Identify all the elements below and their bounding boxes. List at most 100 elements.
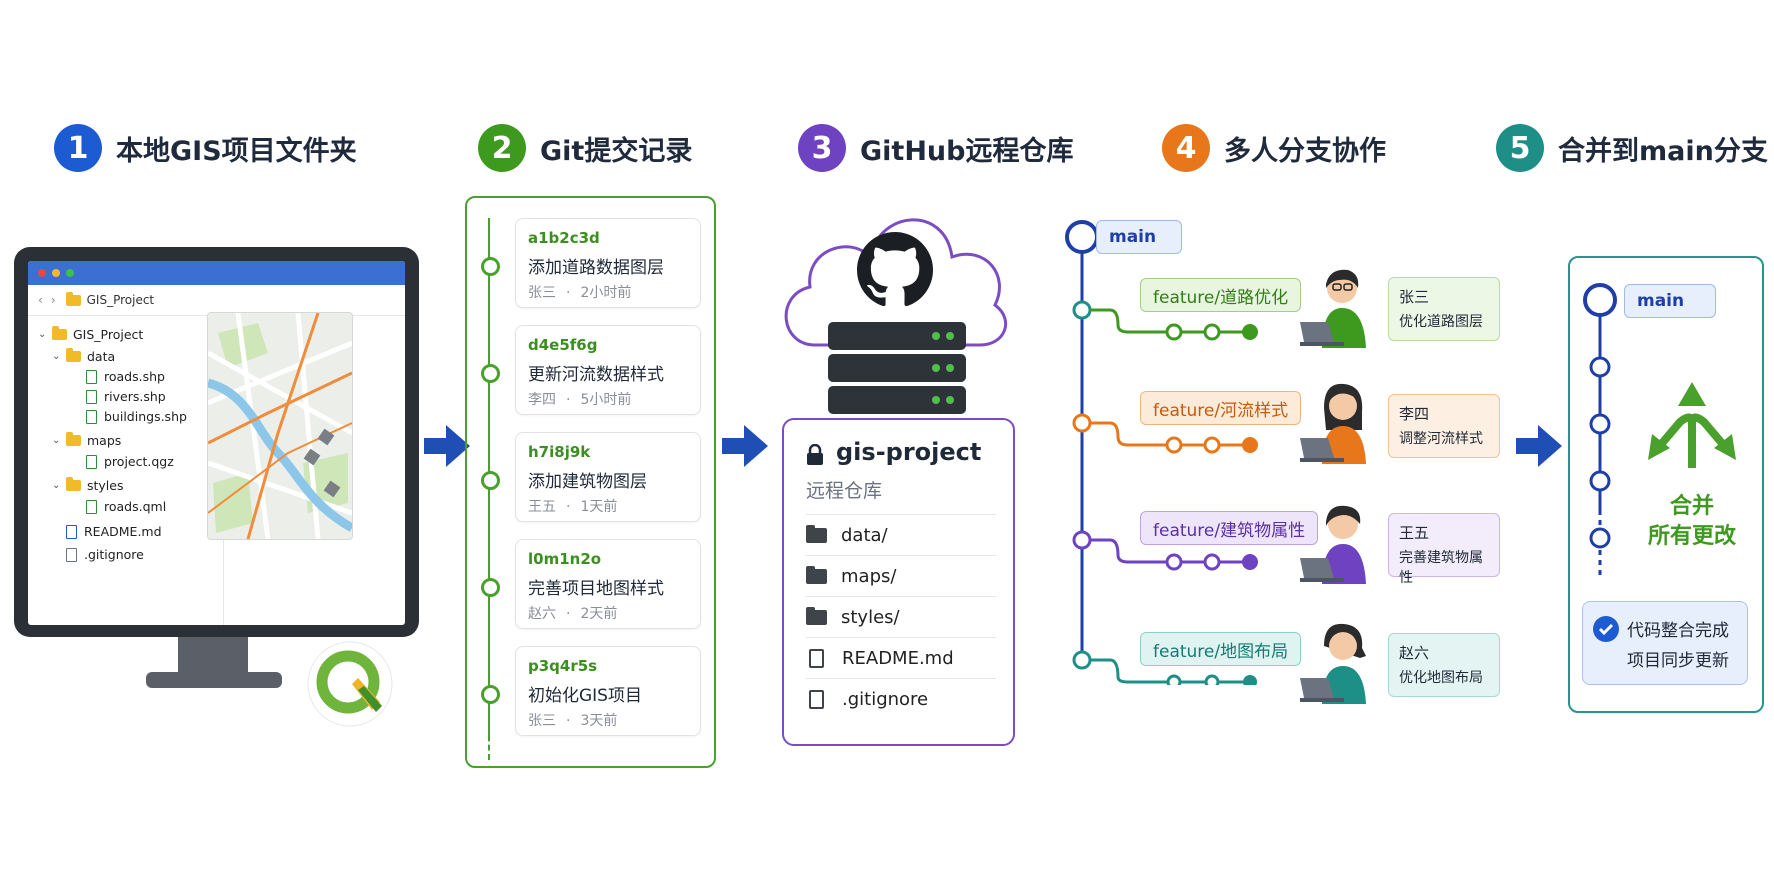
tree-item-readme[interactable]: README.md: [66, 524, 162, 539]
merge-label-2: 所有更改: [1647, 524, 1736, 549]
assignee-card: 李四 调整河流样式: [1388, 394, 1500, 458]
commit-message: 添加建筑物图层: [528, 472, 647, 492]
server-led: [932, 396, 940, 404]
step-1-title: 本地GIS项目文件夹: [116, 135, 357, 167]
repo-entry-maps[interactable]: maps/: [806, 555, 996, 596]
tree-item-root[interactable]: ⌄GIS_Project: [38, 326, 144, 342]
map-preview: [207, 312, 353, 540]
commit-node: [481, 578, 500, 597]
commit-card[interactable]: h7i8j9k 添加建筑物图层 王五·1天前: [515, 432, 701, 522]
branch-graph: [1065, 220, 1258, 685]
maximize-dot[interactable]: [66, 269, 74, 277]
merge-panel: main 合并 所有更改 代码整合完成 项目同步更新: [1568, 256, 1764, 713]
repo-name[interactable]: gis-project: [836, 438, 982, 466]
step-2-title: Git提交记录: [540, 135, 693, 167]
commit-time: 1天前: [580, 499, 618, 515]
folder-icon: [66, 477, 81, 491]
check-icon: [1593, 616, 1619, 642]
commit-meta: 赵六·2天前: [528, 606, 618, 622]
forward-icon[interactable]: ›: [50, 293, 56, 307]
commit-hash: d4e5f6g: [528, 336, 598, 354]
commit-message: 添加道路数据图层: [528, 258, 664, 278]
commit-time: 2小时前: [580, 285, 632, 301]
chevron-down-icon: ⌄: [38, 329, 47, 340]
branch-tag[interactable]: feature/地图布局: [1140, 632, 1302, 666]
main-line-graph: [1583, 283, 1617, 580]
commit-card[interactable]: l0m1n2o 完善项目地图样式 赵六·2天前: [515, 539, 701, 629]
developer-avatar: [1300, 269, 1366, 348]
tree-item-gitignore[interactable]: .gitignore: [66, 547, 144, 562]
commit-time: 2天前: [580, 606, 618, 622]
assignee-task: 优化道路图层: [1399, 314, 1483, 330]
chevron-down-icon: ⌄: [52, 351, 61, 362]
repo-entry-data[interactable]: data/: [806, 514, 996, 555]
commit-meta: 张三·2小时前: [528, 285, 632, 301]
timeline-continuation: [488, 726, 492, 760]
tree-item-buildings-shp[interactable]: buildings.shp: [86, 409, 187, 424]
main-branch-tag[interactable]: main: [1096, 220, 1182, 254]
minimize-dot[interactable]: [52, 269, 60, 277]
merge-arrows-icon: [1648, 382, 1736, 468]
folder-icon: [806, 524, 827, 543]
qgis-logo-icon: [307, 641, 393, 727]
step-2-number: 2: [478, 124, 526, 172]
commit-node: [481, 364, 500, 383]
server-led: [932, 364, 940, 372]
tree-item-data[interactable]: ⌄data: [52, 348, 116, 364]
remote-repo-card: gis-project 远程仓库 data/ maps/ styles/ REA…: [782, 418, 1015, 746]
repo-entry-readme[interactable]: README.md: [806, 637, 996, 678]
close-dot[interactable]: [38, 269, 46, 277]
server-unit: [828, 322, 966, 350]
commit-author: 李四: [528, 392, 556, 408]
monitor-stand-neck: [178, 637, 248, 675]
tree-item-roads-qml[interactable]: roads.qml: [86, 499, 166, 514]
branch-tag[interactable]: feature/河流样式: [1140, 391, 1302, 425]
back-icon[interactable]: ‹: [38, 293, 43, 307]
step-1-number: 1: [54, 124, 102, 172]
server-unit: [828, 354, 966, 382]
tree-item-roads-shp[interactable]: roads.shp: [86, 369, 165, 384]
completion-box: 代码整合完成 项目同步更新: [1582, 601, 1748, 685]
window-titlebar: [28, 261, 405, 285]
assignee-card: 王五 完善建筑物属性: [1388, 513, 1500, 586]
commit-history-panel: a1b2c3d 添加道路数据图层 张三·2小时前 d4e5f6g 更新河流数据样…: [465, 196, 716, 768]
step-3-heading: 3 GitHub远程仓库: [798, 118, 1073, 178]
commit-message: 更新河流数据样式: [528, 365, 664, 385]
main-branch-tag[interactable]: main: [1624, 284, 1716, 318]
step-4-number: 4: [1162, 124, 1210, 172]
commit-hash: a1b2c3d: [528, 229, 600, 247]
commit-node: [481, 471, 500, 490]
tree-item-rivers-shp[interactable]: rivers.shp: [86, 389, 166, 404]
branch-tag[interactable]: feature/道路优化: [1140, 278, 1302, 312]
commit-card[interactable]: d4e5f6g 更新河流数据样式 李四·5小时前: [515, 325, 701, 415]
step-4-title: 多人分支协作: [1224, 135, 1386, 167]
step-2-heading: 2 Git提交记录: [478, 118, 692, 178]
assignee-name: 李四: [1399, 405, 1430, 423]
assignee-task: 完善建筑物属性: [1399, 550, 1483, 586]
assignee-name: 王五: [1399, 524, 1430, 542]
step-5-heading: 5 合并到main分支: [1496, 118, 1768, 178]
tree-item-project-qgz[interactable]: project.qgz: [86, 454, 174, 469]
branch-tag[interactable]: feature/建筑物属性: [1140, 511, 1319, 545]
assignee-name: 赵六: [1399, 644, 1430, 662]
commit-card[interactable]: p3q4r5s 初始化GIS项目 张三·3天前: [515, 646, 701, 736]
server-led: [946, 332, 954, 340]
repo-entry-styles[interactable]: styles/: [806, 596, 996, 637]
commit-card[interactable]: a1b2c3d 添加道路数据图层 张三·2小时前: [515, 218, 701, 308]
tree-item-styles[interactable]: ⌄styles: [52, 477, 124, 493]
tree-item-maps[interactable]: ⌄maps: [52, 432, 122, 448]
commit-message: 完善项目地图样式: [528, 579, 664, 599]
server-led: [946, 396, 954, 404]
repo-entry-gitignore[interactable]: .gitignore: [806, 678, 996, 719]
commit-author: 张三: [528, 713, 556, 729]
file-icon: [66, 547, 77, 562]
step-3-number: 3: [798, 124, 846, 172]
markdown-file-icon: [66, 524, 77, 539]
assignee-task: 调整河流样式: [1399, 431, 1483, 447]
file-icon: [86, 369, 97, 384]
assignee-task: 优化地图布局: [1399, 670, 1483, 686]
folder-icon: [66, 432, 81, 446]
file-icon: [86, 454, 97, 469]
monitor-stand-base: [146, 672, 282, 688]
flow-arrow-3: [1516, 425, 1562, 467]
